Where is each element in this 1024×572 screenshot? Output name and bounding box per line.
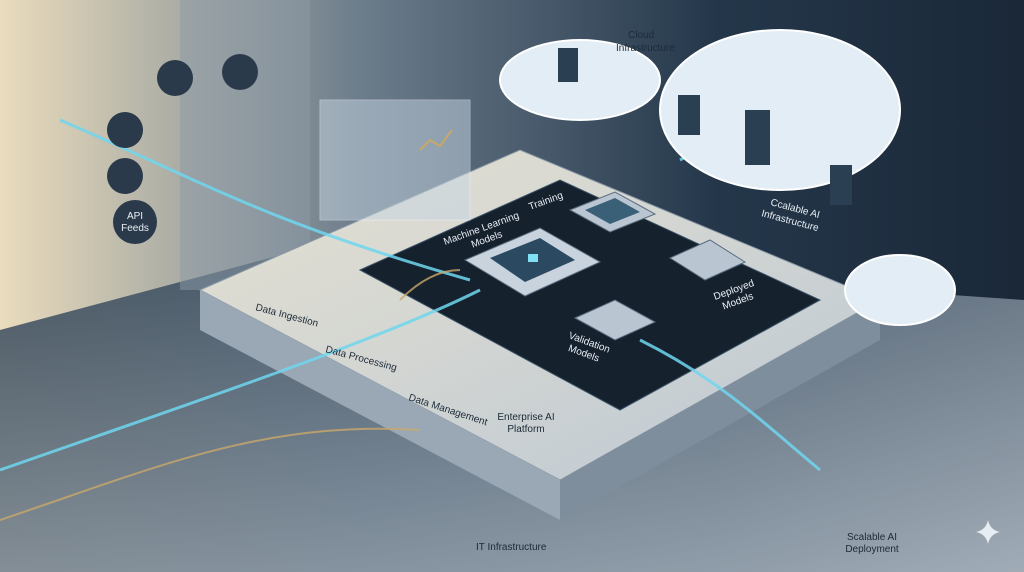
cloud-icon (499, 29, 956, 326)
label-it-infrastructure: IT Infrastructure (476, 542, 547, 553)
ml-board (358, 179, 822, 411)
platform-side (200, 290, 560, 520)
hub-icon (107, 158, 143, 194)
chart-panel (319, 99, 471, 221)
pillar (180, 0, 310, 290)
server-icon (558, 48, 852, 205)
chip-icon (463, 227, 602, 297)
sparkle-icon (976, 520, 1000, 544)
platform-front (560, 300, 880, 520)
chip-icon (668, 239, 747, 281)
chip-icon (573, 299, 657, 341)
gold-stream (0, 269, 461, 521)
chip-icon (568, 191, 657, 233)
database-icon (107, 112, 143, 148)
dashboard-icon (222, 54, 258, 90)
api-feeds-badge (113, 200, 157, 244)
chart-line (419, 129, 453, 151)
network-icon (157, 60, 193, 96)
